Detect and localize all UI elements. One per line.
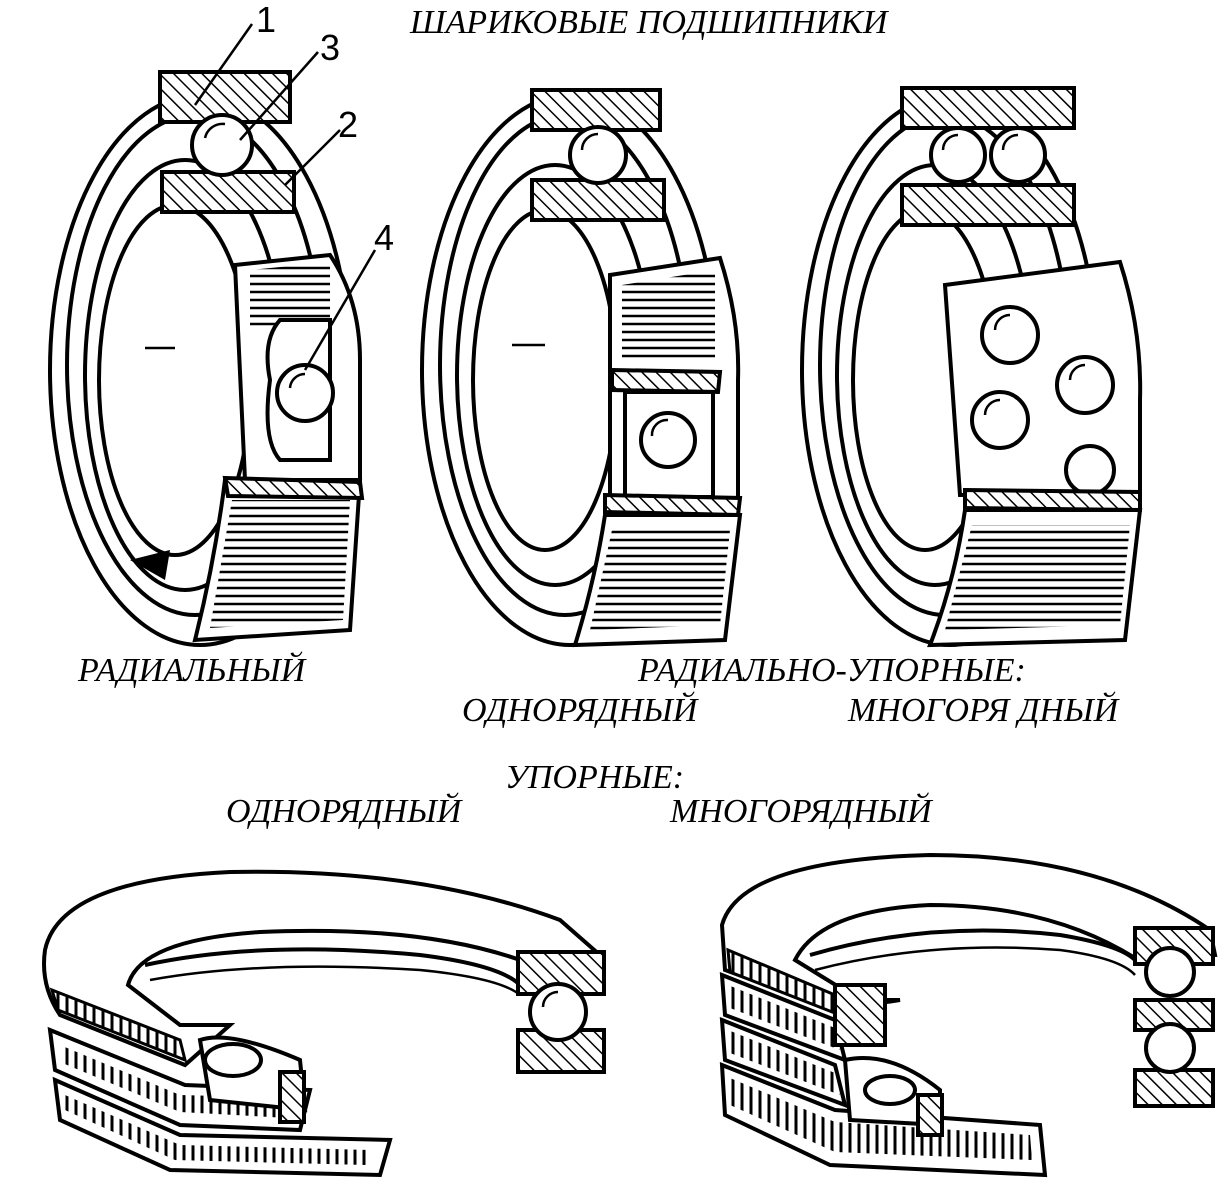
figure-title: ШАРИКОВЫЕ ПОДШИПНИКИ	[409, 4, 890, 41]
label-thrust: УПОРНЫЕ:	[505, 759, 684, 796]
label-angular-single: ОДНОРЯДНЫЙ	[462, 691, 700, 729]
callout-3: 3	[320, 27, 340, 68]
label-thrust-multi: МНОГОРЯДНЫЙ	[669, 792, 934, 830]
label-radial: РАДИАЛЬНЫЙ	[77, 651, 308, 689]
callout-2: 2	[338, 104, 358, 145]
angular-single-row-illustration	[420, 88, 743, 648]
thrust-multi-row-illustration	[719, 852, 1218, 1178]
thrust-single-row-illustration	[42, 869, 606, 1178]
label-angular-contact: РАДИАЛЬНО-УПОРНЫЕ:	[637, 652, 1026, 689]
radial-bearing-illustration	[48, 70, 365, 647]
angular-multi-row-illustration	[800, 86, 1143, 648]
callout-4: 4	[374, 217, 394, 258]
label-angular-multi: МНОГОРЯ ДНЫЙ	[847, 691, 1121, 729]
callout-leaders	[193, 23, 377, 371]
callout-1: 1	[256, 0, 276, 40]
label-thrust-single: ОДНОРЯДНЫЙ	[226, 792, 464, 830]
